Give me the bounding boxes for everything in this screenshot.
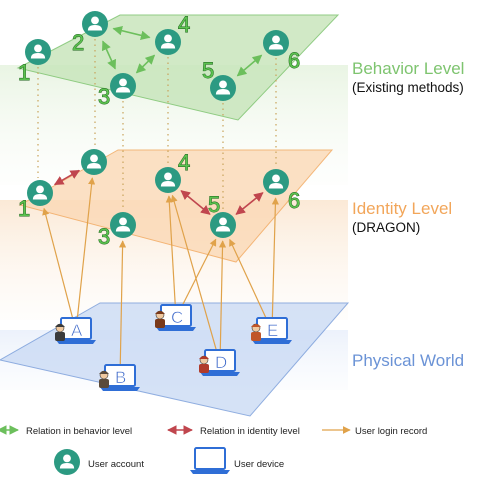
- login-edge-C-4: [165, 195, 176, 305]
- identity-account-4-number: 4: [178, 150, 190, 175]
- legend-login-record-label: User login record: [355, 426, 427, 437]
- identity-level-title: Identity Level: [352, 199, 452, 218]
- device-B-label: B: [115, 368, 126, 387]
- device-C-label: C: [171, 308, 183, 327]
- identity-accounts: 1 3 45 6: [18, 149, 301, 249]
- legend-user-account-label: User account: [88, 459, 144, 470]
- vertical-guides: [37, 39, 277, 210]
- device-A-user-icon: [55, 323, 65, 341]
- device-E-icon: [252, 317, 292, 344]
- behavior-edge-5-6: [236, 54, 263, 77]
- identity-account-3-number: 3: [98, 224, 110, 249]
- login-record-edges: [42, 177, 279, 365]
- user-account-icon: [54, 449, 80, 475]
- device-E-user-icon: [251, 323, 261, 341]
- identity-edge-5-6: [235, 192, 264, 215]
- physical-devices: A B C D E: [55, 304, 292, 391]
- device-E-label: E: [267, 321, 278, 340]
- behavior-edge-3-4: [135, 54, 156, 74]
- legend-device-monitor: [190, 447, 230, 474]
- login-edge-B-3: [118, 240, 127, 365]
- behavior-level-title: Behavior Level: [352, 59, 464, 78]
- legend-user-device-label: User device: [234, 459, 284, 470]
- legend-behavior-relation-label: Relation in behavior level: [26, 426, 132, 437]
- behavior-account-4-number: 4: [178, 12, 190, 37]
- login-edge-D-5: [218, 240, 227, 350]
- behavior-account-5-number: 5: [202, 58, 214, 83]
- behavior-accounts: 1 2 3 45 6: [18, 11, 301, 109]
- identity-level-subtitle: (DRAGON): [352, 220, 420, 235]
- identity-account-3-icon: [110, 212, 136, 238]
- identity-edge-1-2: [53, 169, 81, 186]
- device-D-user-icon: [199, 355, 209, 373]
- login-edge-E-6: [271, 197, 279, 318]
- behavior-account-5-icon: [210, 75, 236, 101]
- behavior-account-2-number: 2: [72, 30, 84, 55]
- legend-account-circle: [54, 449, 80, 475]
- identity-account-2-icon: [81, 149, 107, 175]
- behavior-account-1-number: 1: [18, 60, 30, 85]
- legend: Relation in behavior level Relation in i…: [0, 425, 427, 475]
- identity-account-4-icon: [155, 167, 181, 193]
- identity-account-1-number: 1: [18, 196, 30, 221]
- device-A-icon: [56, 317, 96, 344]
- login-edge-C-5: [181, 238, 217, 306]
- behavior-account-6-number: 6: [288, 48, 300, 73]
- behavior-edge-2-4: [112, 25, 151, 41]
- behavior-level-subtitle: (Existing methods): [352, 80, 464, 95]
- behavior-account-4-icon: [155, 29, 181, 55]
- device-C-user-icon: [155, 310, 165, 328]
- login-edge-D-4: [170, 194, 217, 350]
- identity-account-5-number: 5: [208, 192, 220, 217]
- login-edge-A-2: [76, 177, 96, 318]
- identity-account-6-number: 6: [288, 188, 300, 213]
- device-B-icon: [100, 364, 140, 391]
- behavior-account-6-icon: [263, 30, 289, 56]
- device-A-label: A: [71, 321, 83, 340]
- behavior-account-1-icon: [25, 39, 51, 65]
- login-edge-E-5: [229, 238, 267, 319]
- device-D-label: D: [215, 353, 227, 372]
- behavior-edge-2-3: [102, 40, 116, 70]
- device-D-icon: [200, 349, 240, 376]
- identity-account-1-icon: [27, 180, 53, 206]
- behavior-account-3-icon: [110, 73, 136, 99]
- device-B-user-icon: [99, 370, 109, 388]
- identity-account-6-icon: [263, 169, 289, 195]
- behavior-account-3-number: 3: [98, 84, 110, 109]
- identity-relation-edges: [53, 169, 264, 215]
- behavior-relation-edges: [102, 25, 263, 77]
- identity-account-5-icon: [210, 212, 236, 238]
- identity-edge-4-5: [180, 190, 211, 215]
- physical-world-title: Physical World: [352, 351, 464, 370]
- behavior-account-2-icon: [82, 11, 108, 37]
- user-device-icon: [190, 447, 230, 474]
- legend-identity-relation-label: Relation in identity level: [200, 426, 300, 437]
- login-edge-A-1: [42, 207, 74, 318]
